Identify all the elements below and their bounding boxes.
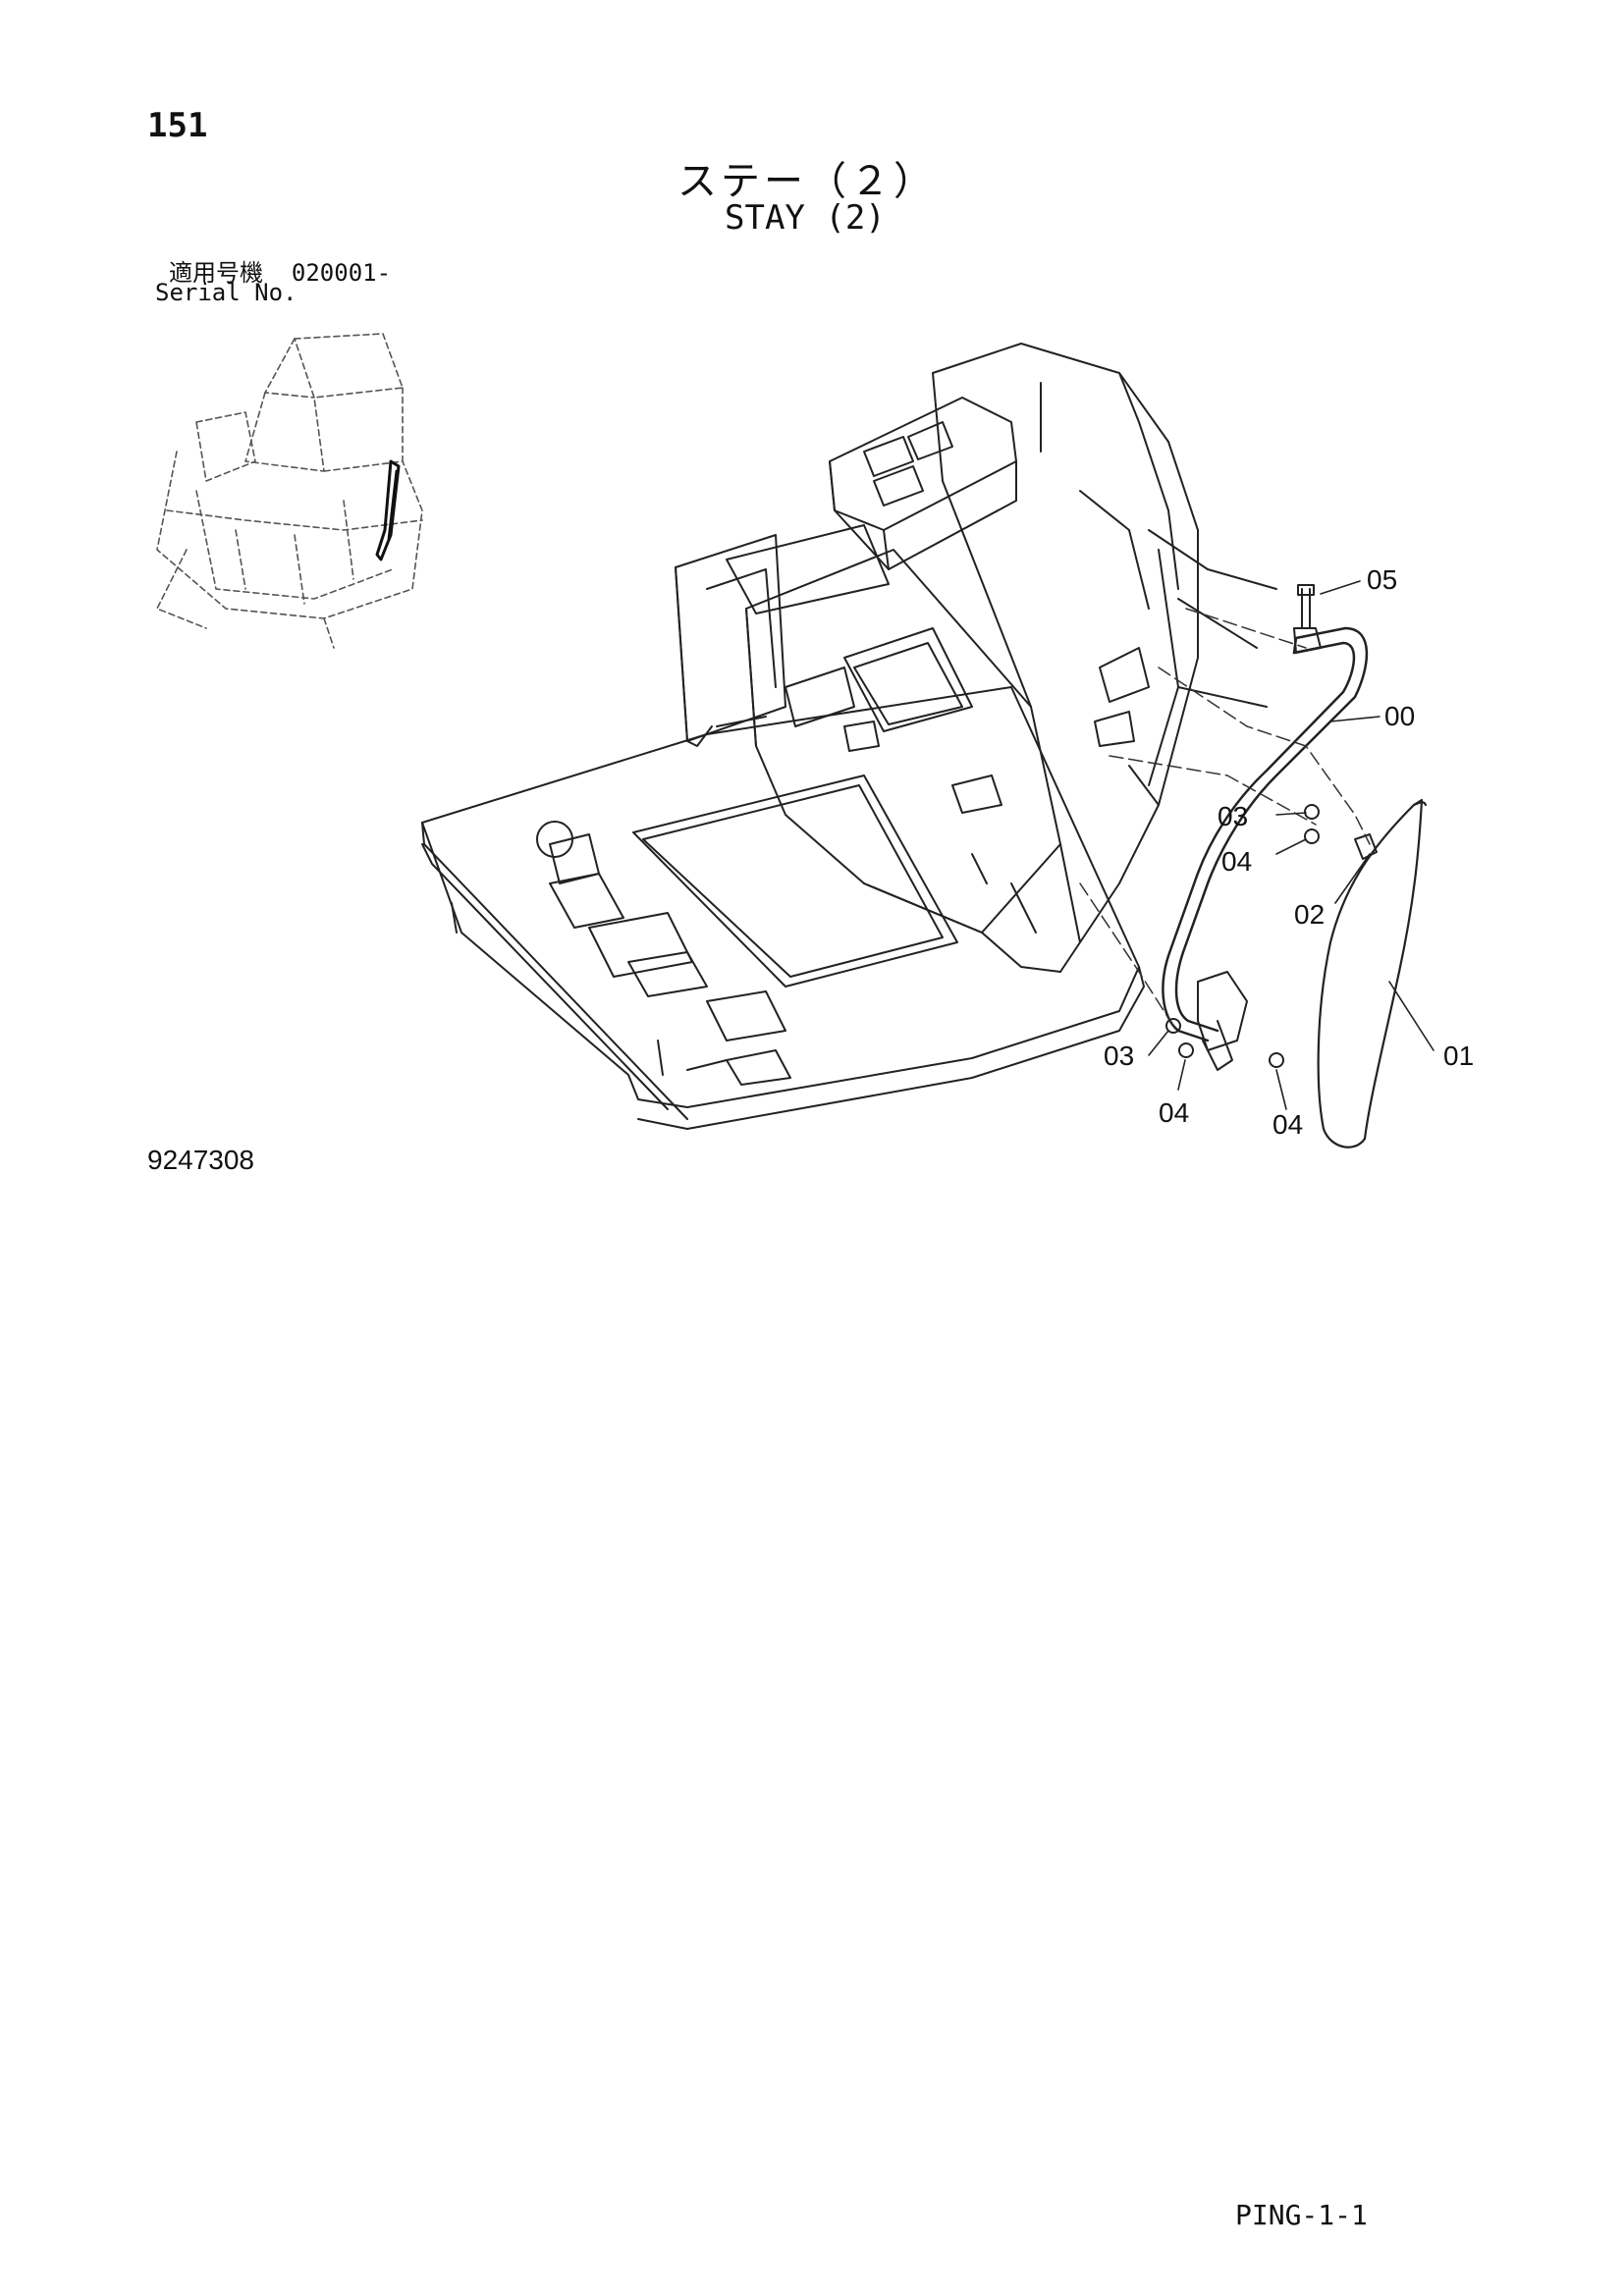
callout-04-upper: 04: [1221, 846, 1253, 877]
serial-label-english: Serial No.: [155, 279, 298, 306]
callout-05: 05: [1367, 564, 1398, 595]
callout-03-lower: 03: [1104, 1041, 1135, 1071]
leader-lines: [1148, 580, 1435, 1110]
stay-bracket: [1197, 971, 1248, 1071]
page-code: PING-1-1: [1235, 2199, 1368, 2231]
callout-04-lower-left: 04: [1159, 1097, 1190, 1128]
floor-frame: [421, 686, 1145, 1130]
drawing-number: 9247308: [147, 1145, 255, 1175]
callout-00: 00: [1384, 701, 1416, 731]
thumbnail-highlight-stay: [375, 459, 401, 561]
bolt-05: [1293, 584, 1322, 654]
serial-value: 020001-: [291, 259, 392, 287]
callout-02: 02: [1294, 899, 1326, 930]
title-japanese: ステー（２）: [677, 159, 937, 204]
serial-label-ja: 適用号機: [169, 259, 263, 287]
control-box: [829, 397, 1017, 570]
callout-01: 01: [1443, 1041, 1475, 1071]
page-number: 151: [147, 106, 208, 145]
machine-thumbnail: [156, 333, 423, 649]
left-side-wall: [675, 524, 890, 747]
cover-panel: [1317, 798, 1428, 1148]
center-console: [745, 549, 1081, 973]
serial-line-japanese: 適用号機 020001-: [169, 253, 391, 288]
mounting-lines: [1079, 608, 1371, 1027]
rear-panel: [932, 343, 1277, 943]
callout-04-lower-right: 04: [1272, 1109, 1304, 1140]
fasteners: [1165, 804, 1378, 1068]
callout-03-upper: 03: [1218, 801, 1249, 831]
title-english: STAY (2): [725, 198, 886, 238]
